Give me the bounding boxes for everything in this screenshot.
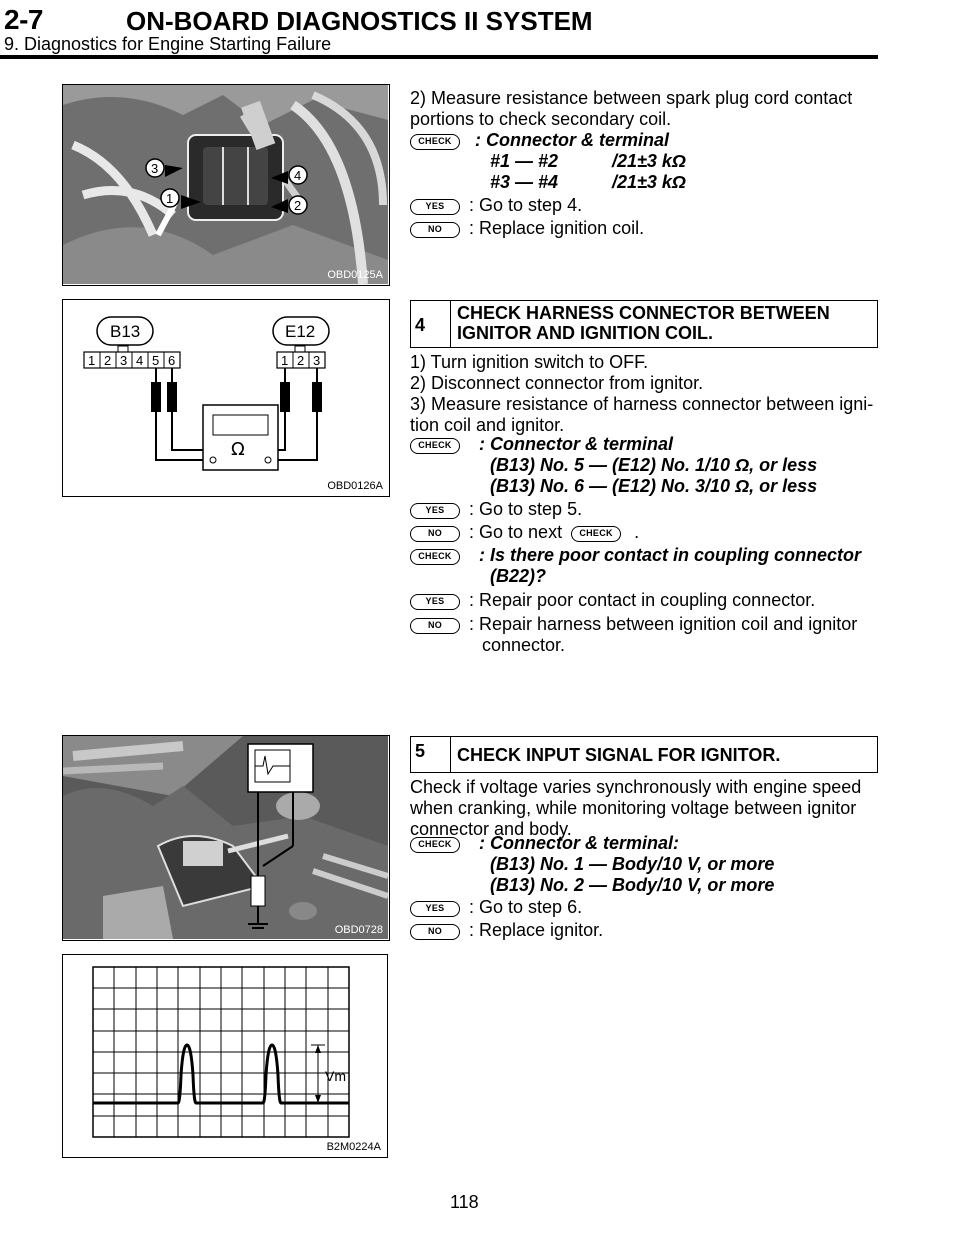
pin-label: 2 <box>104 353 111 368</box>
engine-bay-illustration <box>62 736 389 939</box>
step-title: CHECK INPUT SIGNAL FOR IGNITOR. <box>457 745 781 765</box>
text-line: portions to check secondary coil. <box>410 109 672 129</box>
text-line: tion coil and ignitor. <box>410 415 565 435</box>
figure-label: OBD0125A <box>327 269 383 281</box>
ohm-symbol: Ω <box>231 439 245 460</box>
connector-e12-label: E12 <box>285 322 315 341</box>
no-text: : Repair harness between ignition coil a… <box>469 614 858 634</box>
check-badge-icon: CHECK <box>410 438 460 454</box>
page-number: 118 <box>450 1192 479 1212</box>
figure-label: OBD0126A <box>327 480 383 492</box>
step-5-instructions: Check if voltage varies synchronously wi… <box>410 777 880 840</box>
yes-badge-icon: YES <box>410 594 460 610</box>
figure-label: B2M0224A <box>326 1141 381 1153</box>
check-pair: #3 — #4 <box>490 172 559 192</box>
step-title: CHECK HARNESS CONNECTOR BETWEEN IGNITOR … <box>457 303 830 343</box>
pin-label: 1 <box>281 353 288 368</box>
pin-label: 6 <box>168 353 175 368</box>
figure-oscilloscope-hookup: OBD0728 <box>62 735 390 941</box>
text-period: . <box>634 522 640 542</box>
figure-waveform: Vm B2M0224A <box>62 954 388 1158</box>
callout-3: 3 <box>151 161 158 176</box>
check-value: /21±3 kΩ <box>612 172 686 192</box>
no-text: : Go to next <box>469 522 563 542</box>
step-5-header: 5 CHECK INPUT SIGNAL FOR IGNITOR. <box>410 736 878 773</box>
no-badge-icon: NO <box>410 618 460 634</box>
check-spec: (B13) No. 2 — Body/10 V, or more <box>490 875 775 895</box>
yes-badge-icon: YES <box>410 199 460 215</box>
check-badge-icon: CHECK <box>410 134 460 150</box>
figure-ignition-coil: 3 1 4 2 OBD0125A <box>62 84 390 286</box>
section-a-intro: 2) Measure resistance between spark plug… <box>410 88 880 130</box>
callout-1: 1 <box>166 191 173 206</box>
text-line: when cranking, while monitoring voltage … <box>410 798 857 818</box>
waveform-graph: Vm <box>92 966 350 1138</box>
step-4-instructions: 1) Turn ignition switch to OFF. 2) Disco… <box>410 352 880 436</box>
no-badge-icon: NO <box>410 222 460 238</box>
check-badge-icon: CHECK <box>410 549 460 565</box>
no-text-cont: connector. <box>482 635 566 655</box>
yes-text: : Go to step 5. <box>469 499 583 519</box>
waveform-trace <box>93 1043 349 1105</box>
text-line: 1) Turn ignition switch to OFF. <box>410 352 649 372</box>
figure-connector-diagram: B13 E12 1 2 3 4 5 6 1 2 3 <box>62 299 390 497</box>
text-line: 3) Measure resistance of harness connect… <box>410 394 874 414</box>
check-text: : Connector & terminal: <box>479 833 680 853</box>
check-badge-icon: CHECK <box>410 837 460 853</box>
connector-circuit-diagram: B13 E12 1 2 3 4 5 6 1 2 3 <box>83 316 330 471</box>
check-text: : Connector & terminal <box>475 130 670 150</box>
text-line: Check if voltage varies synchronously wi… <box>410 777 862 797</box>
no-text: : Replace ignition coil. <box>469 218 645 238</box>
yes-text: : Go to step 4. <box>469 195 583 215</box>
check-value: /21±3 kΩ <box>612 151 686 171</box>
callout-2: 2 <box>294 198 301 213</box>
yes-text: : Repair poor contact in coupling connec… <box>469 590 816 610</box>
pin-label: 2 <box>297 353 304 368</box>
text-line: 2) Measure resistance between spark plug… <box>410 88 853 108</box>
step-number: 5 <box>411 737 451 772</box>
check-question: : Is there poor contact in coupling conn… <box>479 545 862 565</box>
no-badge-icon: NO <box>410 526 460 542</box>
check-spec: (B13) No. 1 — Body/10 V, or more <box>490 854 775 874</box>
check-badge-icon: CHECK <box>571 526 622 542</box>
yes-badge-icon: YES <box>410 503 460 519</box>
step-title-line: IGNITOR AND IGNITION COIL. <box>457 323 713 343</box>
page-subtitle: 9. Diagnostics for Engine Starting Failu… <box>4 34 332 54</box>
no-text: : Replace ignitor. <box>469 920 604 940</box>
pin-label: 5 <box>152 353 159 368</box>
vm-label: Vm <box>325 1068 346 1084</box>
connector-b13-label: B13 <box>110 322 140 341</box>
pin-label: 3 <box>120 353 127 368</box>
yes-badge-icon: YES <box>410 901 460 917</box>
pin-label: 1 <box>88 353 95 368</box>
check-spec: (B13) No. 6 — (E12) No. 3/10 Ω, or less <box>490 476 818 496</box>
step-title-line: CHECK HARNESS CONNECTOR BETWEEN <box>457 303 830 323</box>
yes-text: : Go to step 6. <box>469 897 583 917</box>
callout-4: 4 <box>294 168 301 183</box>
figure-label: OBD0728 <box>334 924 383 936</box>
check-spec: (B13) No. 5 — (E12) No. 1/10 Ω, or less <box>490 455 818 475</box>
check-pair: #1 — #2 <box>490 151 559 171</box>
check-question-cont: (B22)? <box>490 566 547 586</box>
section-code: 2-7 <box>4 4 43 35</box>
ignition-coil-illustration: 3 1 4 2 <box>63 85 388 285</box>
check-text: : Connector & terminal <box>479 434 674 454</box>
text-line: 2) Disconnect connector from ignitor. <box>410 373 704 393</box>
pin-label: 3 <box>313 353 320 368</box>
text-line: connector and body. <box>410 819 572 839</box>
step-number: 4 <box>411 301 451 347</box>
pin-label: 4 <box>136 353 143 368</box>
step-4-header: 4 CHECK HARNESS CONNECTOR BETWEEN IGNITO… <box>410 300 878 348</box>
check-block-a: CHECK : Connector & terminal <box>410 130 669 151</box>
no-badge-icon: NO <box>410 924 460 940</box>
page-title: ON-BOARD DIAGNOSTICS II SYSTEM <box>126 6 593 36</box>
header-rule <box>0 55 878 59</box>
